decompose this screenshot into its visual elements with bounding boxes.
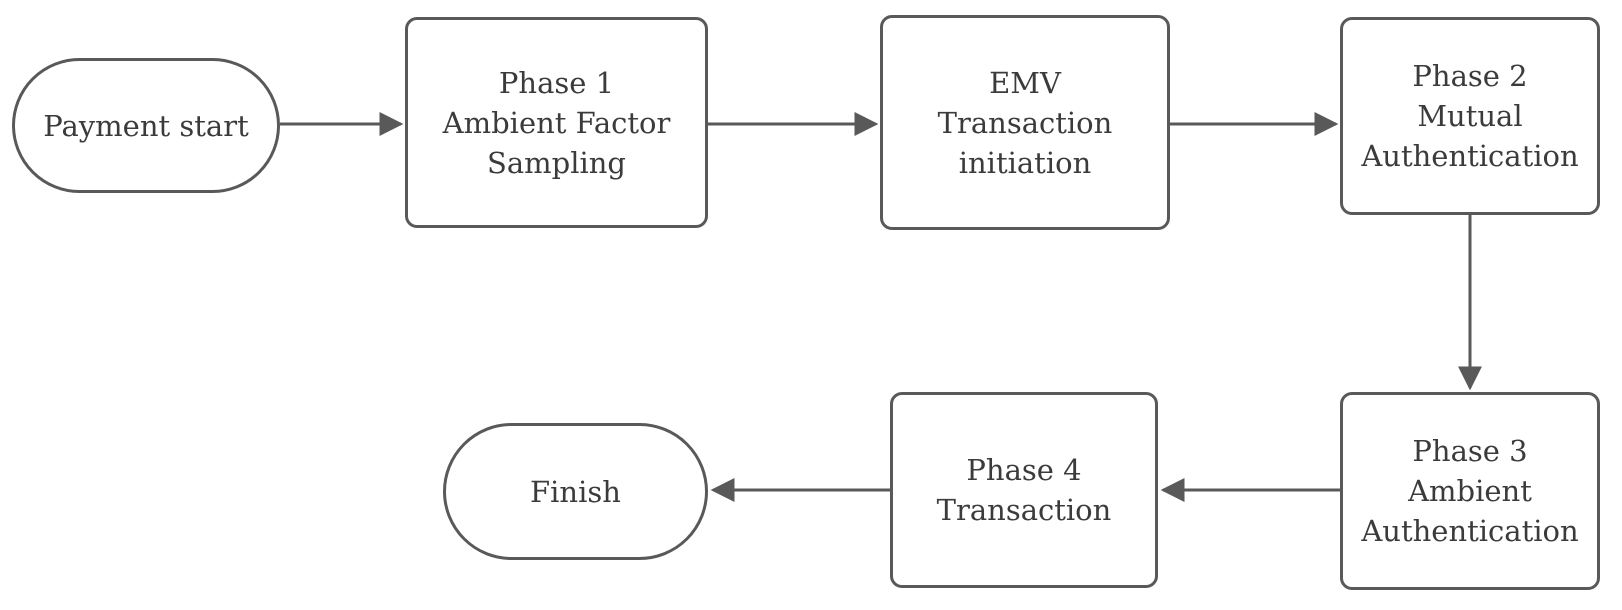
node-phase4-label: Phase 4 Transaction	[936, 453, 1112, 527]
node-payment-start: Payment start	[12, 58, 280, 193]
node-emv-label: EMV Transaction initiation	[937, 65, 1113, 180]
node-finish-label: Finish	[530, 474, 621, 509]
node-phase1-ambient-factor-sampling: Phase 1 Ambient Factor Sampling	[405, 17, 708, 228]
node-payment-start-label: Payment start	[43, 108, 249, 143]
node-emv-transaction-initiation: EMV Transaction initiation	[880, 15, 1170, 230]
node-phase3-label: Phase 3 Ambient Authentication	[1361, 434, 1579, 548]
node-phase3-ambient-authentication: Phase 3 Ambient Authentication	[1340, 392, 1600, 590]
node-phase4-transaction: Phase 4 Transaction	[890, 392, 1158, 588]
node-phase2-mutual-authentication: Phase 2 Mutual Authentication	[1340, 17, 1600, 215]
node-phase1-label: Phase 1 Ambient Factor Sampling	[442, 65, 671, 180]
node-finish: Finish	[443, 423, 708, 560]
node-phase2-label: Phase 2 Mutual Authentication	[1361, 59, 1579, 173]
